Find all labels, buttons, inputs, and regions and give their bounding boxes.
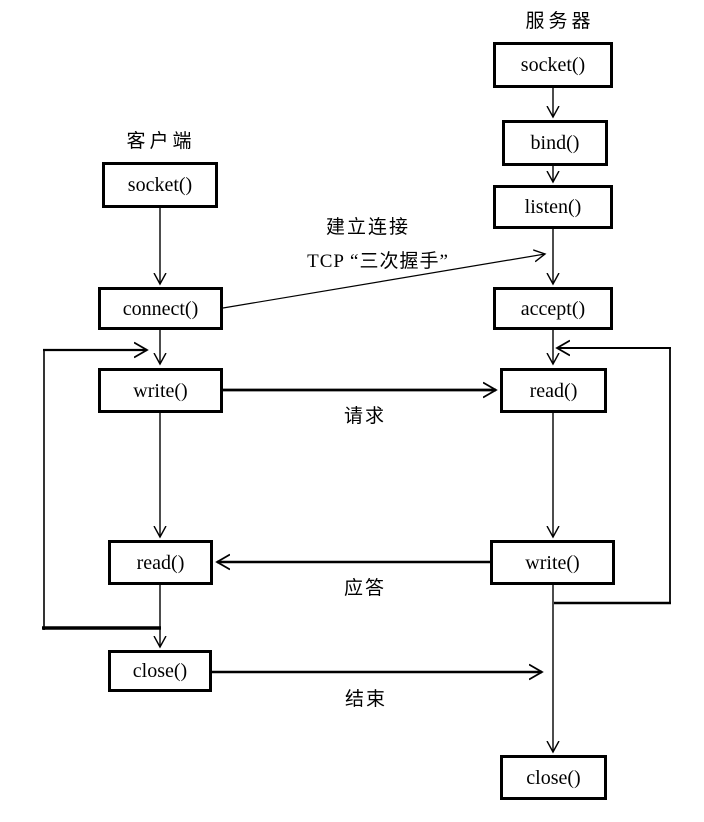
client-close-box: close() (108, 650, 212, 692)
server-write-box: write() (490, 540, 615, 585)
server-bind-box: bind() (502, 120, 608, 166)
server-socket-box: socket() (493, 42, 613, 88)
client-column-title: 客户端 (126, 131, 196, 152)
handshake-label-line1: 建立连接 (325, 217, 411, 238)
client-write-box: write() (98, 368, 223, 413)
client-connect-box: connect() (98, 287, 223, 330)
server-accept-box: accept() (493, 287, 613, 330)
server-column-title: 服务器 (525, 11, 595, 32)
client-socket-box: socket() (102, 162, 218, 208)
server-close-box: close() (500, 755, 607, 800)
server-read-box: read() (500, 368, 607, 413)
server-listen-box: listen() (493, 185, 613, 229)
handshake-label-line2: TCP “三次握手” (307, 251, 449, 272)
finish-label: 结束 (344, 689, 388, 710)
arrow-handshake-diagonal (222, 254, 545, 309)
response-label: 应答 (343, 578, 387, 599)
client-read-box: read() (108, 540, 213, 585)
request-label: 请求 (343, 406, 387, 427)
